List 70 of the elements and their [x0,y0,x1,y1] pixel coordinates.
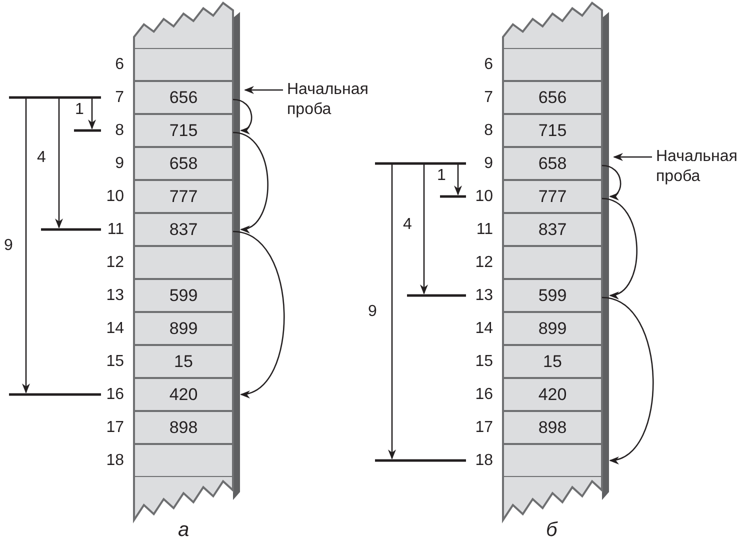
panel-caption: б [546,520,558,540]
memory-cell: 658 [503,147,602,180]
memory-cell: 656 [134,81,233,114]
arrow [232,98,252,133]
arrow [613,153,652,161]
row-index: 18 [105,452,124,468]
row-index: 16 [105,386,124,402]
row-index: 10 [474,188,493,204]
memory-cell: 837 [503,213,602,246]
row-index: 9 [114,156,124,172]
row-index: 6 [114,56,124,72]
arrow [602,296,654,462]
memory-cell: 899 [134,312,233,345]
memory-cell: 15 [503,345,602,378]
pointer-label: Начальная проба [656,147,752,187]
row-index: 8 [483,122,493,138]
arrow [232,132,268,232]
row-index: 14 [474,320,493,336]
arrow [244,86,283,94]
empty-cell [503,48,602,81]
memory-cell: 658 [134,147,233,180]
empty-cell [134,246,233,279]
arrow [602,198,638,298]
dimension-label: 1 [75,102,84,118]
row-index: 8 [114,122,124,138]
row-index: 11 [106,222,124,238]
row-index: 7 [114,90,124,106]
row-index: 13 [474,288,493,304]
empty-cell [503,246,602,279]
row-index: 15 [474,354,493,370]
pointer-label: Начальная проба [287,80,383,120]
memory-cell: 656 [503,81,602,114]
memory-cell: 777 [503,180,602,213]
row-index: 10 [105,188,124,204]
row-index: 18 [474,452,493,468]
row-index: 9 [483,156,493,172]
row-index: 6 [483,56,493,72]
dimension-label: 4 [37,150,46,166]
memory-cell: 898 [503,411,602,444]
dimension-label: 9 [368,304,377,320]
row-index: 14 [105,320,124,336]
panel-caption: а [178,520,190,540]
memory-cell: 715 [503,114,602,147]
memory-cell: 15 [134,345,233,378]
row-index: 16 [474,386,493,402]
row-index: 15 [105,354,124,370]
dimension-label: 1 [437,168,446,184]
memory-cell: 420 [503,378,602,411]
memory-cell: 599 [503,279,602,312]
memory-cell: 777 [134,180,233,213]
empty-cell [503,444,602,477]
row-index: 13 [105,288,124,304]
row-index: 17 [474,420,493,436]
row-index: 7 [483,90,493,106]
memory-cell: 715 [134,114,233,147]
memory-cell: 899 [503,312,602,345]
row-index: 17 [105,420,124,436]
row-index: 12 [474,254,493,270]
arrow [232,230,285,396]
memory-cell: 898 [134,411,233,444]
memory-cell: 599 [134,279,233,312]
memory-cell: 837 [134,213,233,246]
dimension-label: 4 [403,217,412,233]
memory-cell: 420 [134,378,233,411]
row-index: 12 [105,254,124,270]
dimension-label: 9 [4,238,13,254]
row-index: 11 [475,222,493,238]
empty-cell [134,48,233,81]
empty-cell [134,444,233,477]
arrow [602,164,622,199]
